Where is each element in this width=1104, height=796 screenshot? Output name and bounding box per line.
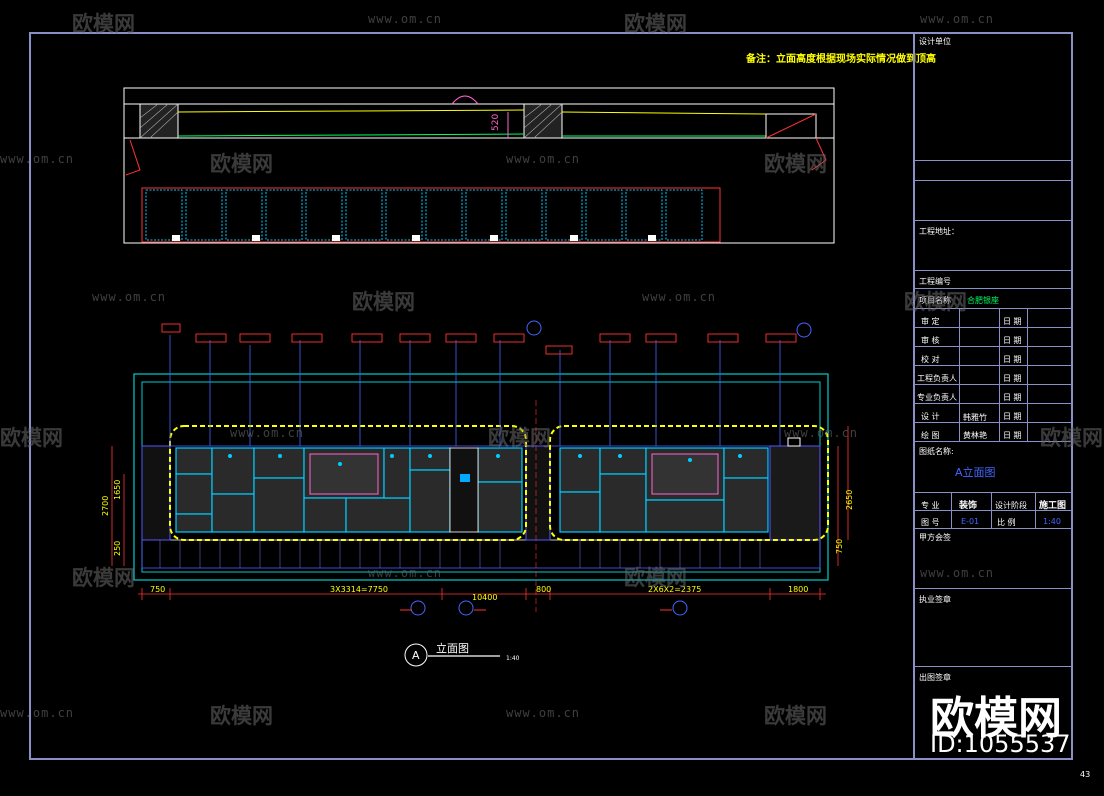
svg-text:520: 520: [491, 114, 501, 131]
watermark-brand: 欧模网: [352, 290, 415, 314]
svg-text:800: 800: [536, 585, 551, 594]
tb-row-label: 审 定: [921, 317, 940, 326]
watermark-url: www.om.cn: [506, 152, 581, 166]
drawing-name-label: 图纸名称:: [919, 447, 954, 456]
phase-value: 施工图: [1039, 501, 1067, 511]
scale-label: 比 例: [997, 518, 1016, 527]
tb-row-date: 日 期: [1003, 355, 1022, 364]
tb-row-label: 专业负责人: [917, 393, 957, 402]
view-title: A 立面图 1:40: [404, 641, 520, 667]
project-no-label: 工程编号: [919, 277, 951, 286]
svg-text:750: 750: [150, 585, 165, 594]
project-address-label: 工程地址：: [919, 227, 959, 236]
watermark-url: www.om.cn: [642, 290, 717, 304]
drawing-no-value: E-01: [961, 517, 980, 526]
practice-sign-label: 执业签章: [919, 595, 951, 604]
resource-id: ID:1055537: [930, 730, 1071, 758]
elevation-view: 2700 1650 250 2650 750 750 3X3314=7750 1…: [101, 320, 854, 616]
project-name-value: 合肥银座: [967, 296, 999, 305]
tb-row-date: 日 期: [1003, 336, 1022, 345]
svg-text:10400: 10400: [472, 593, 497, 602]
phase-label: 设计阶段: [995, 501, 1027, 510]
svg-text:2700: 2700: [101, 496, 110, 516]
watermark-url: www.om.cn: [230, 426, 305, 440]
watermark-brand: 欧模网: [904, 290, 967, 314]
watermark-url: www.om.cn: [920, 566, 995, 580]
drawing-no-label: 图 号: [921, 518, 940, 527]
tb-row-name: 黄林艳: [963, 431, 987, 440]
title-block: 设计单位 工程地址： 工程编号 项目名称 合肥银座 审 定 日 期 审 核 日 …: [913, 32, 1073, 760]
tb-row-label: 设 计: [921, 412, 940, 421]
watermark-brand: 欧模网: [764, 704, 827, 728]
watermark-brand: 欧模网: [488, 426, 551, 450]
svg-text:3X3314=7750: 3X3314=7750: [330, 585, 388, 594]
watermark-brand: 欧模网: [624, 566, 687, 590]
brand-logo: 欧模网: [930, 693, 1062, 744]
svg-text:立面图: 立面图: [436, 641, 469, 655]
watermark-url: www.om.cn: [0, 152, 75, 166]
watermark-brand: 欧模网: [1040, 426, 1103, 450]
watermark-url: www.om.cn: [0, 706, 75, 720]
discipline-value: 装饰: [959, 501, 978, 511]
watermark-url: www.om.cn: [506, 706, 581, 720]
svg-text:750: 750: [835, 539, 844, 554]
tb-row-label: 工程负责人: [917, 374, 957, 383]
tb-row-date: 日 期: [1003, 374, 1022, 383]
tb-row-date: 日 期: [1003, 412, 1022, 421]
watermark-url: www.om.cn: [368, 566, 443, 580]
watermark-url: www.om.cn: [368, 12, 443, 26]
svg-text:2650: 2650: [845, 490, 854, 510]
note-text: 备注：立面高度根据现场实际情况做到顶高: [746, 54, 936, 65]
svg-text:1:40: 1:40: [506, 655, 520, 662]
watermark-brand: 欧模网: [72, 566, 135, 590]
watermark-brand: 欧模网: [72, 12, 135, 36]
project-name-label: 项目名称: [919, 296, 951, 305]
tb-row-label: 校 对: [921, 355, 940, 364]
svg-text:A: A: [412, 649, 420, 662]
svg-text:1800: 1800: [788, 585, 808, 594]
plan-view: 520: [123, 87, 835, 244]
scale-value: 1:40: [1043, 517, 1061, 526]
watermark-url: www.om.cn: [920, 12, 995, 26]
tb-row-date: 日 期: [1003, 393, 1022, 402]
tb-row-date: 日 期: [1003, 317, 1022, 326]
drawing-name: A立面图: [955, 466, 996, 479]
tb-row-date: 日 期: [1003, 431, 1022, 440]
drawing-frame: [29, 32, 1073, 760]
discipline-label: 专 业: [921, 501, 940, 510]
svg-text:250: 250: [113, 541, 122, 556]
page-number: 43: [1080, 770, 1091, 779]
issue-sign-label: 出图签章: [919, 673, 951, 682]
tb-row-label: 审 核: [921, 336, 940, 345]
watermark-url: www.om.cn: [784, 426, 859, 440]
watermark-brand: 欧模网: [210, 152, 273, 176]
design-unit-label: 设计单位: [919, 37, 951, 46]
watermark-brand: 欧模网: [764, 152, 827, 176]
watermark-brand: 欧模网: [624, 12, 687, 36]
watermark-brand: 欧模网: [0, 426, 63, 450]
svg-text:2X6X2=2375: 2X6X2=2375: [648, 585, 701, 594]
svg-text:1650: 1650: [113, 480, 122, 500]
watermark-url: www.om.cn: [92, 290, 167, 304]
tb-row-name: 韩雅竹: [963, 413, 987, 422]
client-sign-label: 甲方会签: [919, 533, 951, 542]
tb-row-label: 绘 图: [921, 431, 940, 440]
watermark-brand: 欧模网: [210, 704, 273, 728]
